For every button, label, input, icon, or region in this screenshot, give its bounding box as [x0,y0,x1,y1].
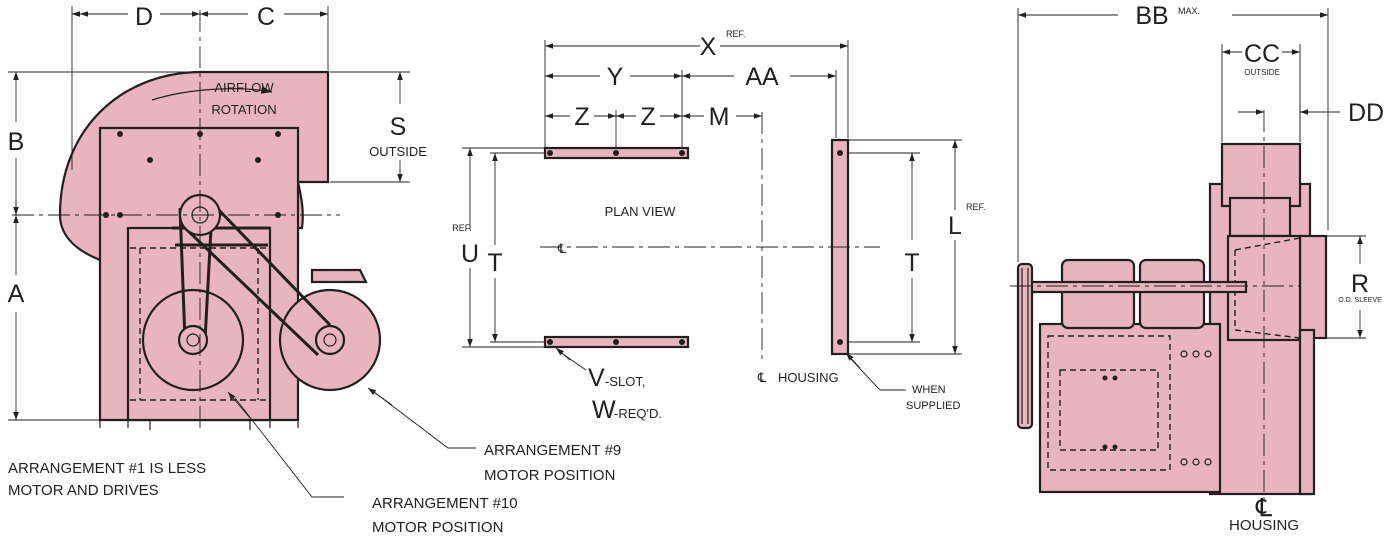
label-supplied: SUPPLIED [906,400,960,412]
drive-belt-arr9 [183,203,332,357]
outlet-sleeve [1298,234,1328,340]
label-when: WHEN [912,384,946,396]
plan-centerline-symbol: ℄ [557,241,567,256]
dim-r: R [1351,270,1369,298]
dim-x-ref: REF. [726,29,746,39]
note-arr1-line1: ARRANGEMENT #1 IS LESS [8,460,206,477]
side-view: AIRFLOW ROTATION D C B A S OUTSIDE [8,3,476,498]
plan-view-title: PLAN VIEW [605,204,677,219]
dim-t-left: T [487,249,502,277]
shaft [1026,280,1248,294]
base-feet [99,420,299,430]
label-w-reqd: -REQ'D. [614,406,662,421]
motor-sheave-arr9 [314,324,346,356]
dim-b: B [8,128,25,156]
motor-dashed-outline [1047,335,1171,471]
dim-a: A [8,280,25,308]
dim-dd: DD [1348,99,1384,127]
dim-t-right: T [904,249,919,277]
pedestal-holes [1102,350,1212,466]
dim-l-ref: REF. [966,202,986,212]
housing-cl-symbol: ℄ [757,370,767,385]
housing-top [1220,142,1302,208]
dim-c: C [257,3,275,31]
dim-x: X [700,33,717,61]
dim-z2: Z [640,103,655,131]
dim-cc: CC [1244,40,1280,68]
dim-aa: AA [745,63,779,91]
end-cl-symbol: ℄ [1255,494,1272,522]
label-v: V [588,364,605,392]
dim-bb-max: MAX. [1178,6,1200,16]
leader-arr9 [373,391,476,449]
pedestal-block [1038,322,1222,494]
dim-r-od-sleeve: O.D. SLEEVE [1338,297,1382,304]
note-arr9-line2: MOTOR POSITION [484,467,615,484]
housing-label: HOUSING [778,370,839,385]
dim-d: D [135,3,153,31]
airflow-arrow [151,86,273,101]
dim-z1: Z [574,103,589,131]
note-arr10-line1: ARRANGEMENT #10 [372,495,518,512]
housing-leg [1298,328,1316,496]
motor-arr9-box [310,268,368,284]
dim-u-ref: REF. [452,223,472,233]
dim-y: Y [607,63,624,91]
inlet-flange [1228,196,1292,238]
motor-sheave [177,324,209,356]
rotation-label: ROTATION [211,102,276,117]
end-housing-label: HOUSING [1229,517,1299,534]
label-w: W [592,396,616,424]
note-arr10-line2: MOTOR POSITION [372,519,503,536]
leader-arr10 [234,397,344,498]
plan-bolt-holes [547,150,843,345]
bearing-right [1138,258,1206,330]
dim-u: U [461,240,479,268]
note-arr1-line2: MOTOR AND DRIVES [8,482,159,499]
dim-s: S [390,113,407,141]
note-arr9-line1: ARRANGEMENT #9 [484,442,621,459]
dim-m: M [709,103,730,131]
end-view: BB MAX. CC OUTSIDE DD R O.D. SLEEVE ℄ HO… [1010,2,1384,534]
airflow-label: AIRFLOW [214,80,274,95]
dim-s-outside: OUTSIDE [369,144,427,159]
dim-cc-outside: OUTSIDE [1244,68,1280,77]
dim-bb: BB [1135,2,1168,30]
dim-l: L [948,212,962,240]
end-sheave [1016,262,1034,430]
leader-when-supplied [847,355,906,391]
bearing-left [1060,258,1136,330]
plan-view: PLAN VIEW ℄ ℄ HOUSING X REF. Y AA Z Z M [452,29,985,424]
label-v-slot: -SLOT, [605,374,645,389]
